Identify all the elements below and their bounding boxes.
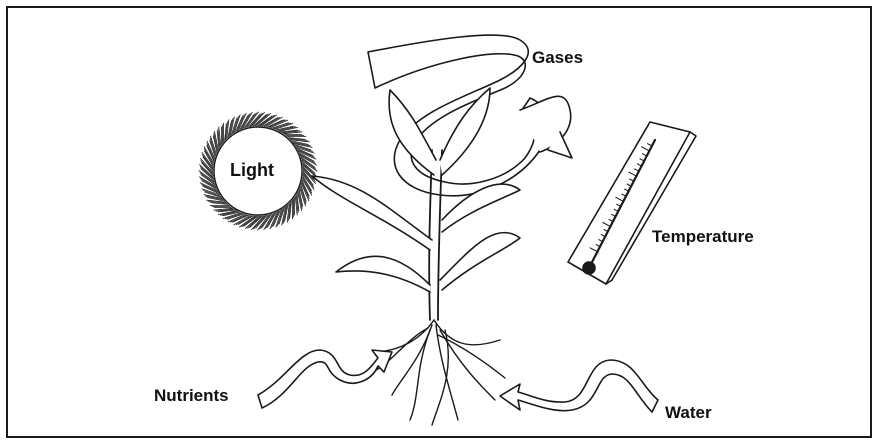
nutrients-ribbon-arrow <box>258 350 392 408</box>
water-ribbon-arrow <box>500 360 658 412</box>
nutrients-label: Nutrients <box>154 386 229 406</box>
thermometer-icon <box>568 122 696 284</box>
temperature-label: Temperature <box>652 227 754 247</box>
plant-icon <box>312 88 520 320</box>
roots-icon <box>372 320 505 425</box>
gases-label: Gases <box>532 48 583 68</box>
light-label: Light <box>230 160 274 181</box>
water-label: Water <box>665 403 712 423</box>
